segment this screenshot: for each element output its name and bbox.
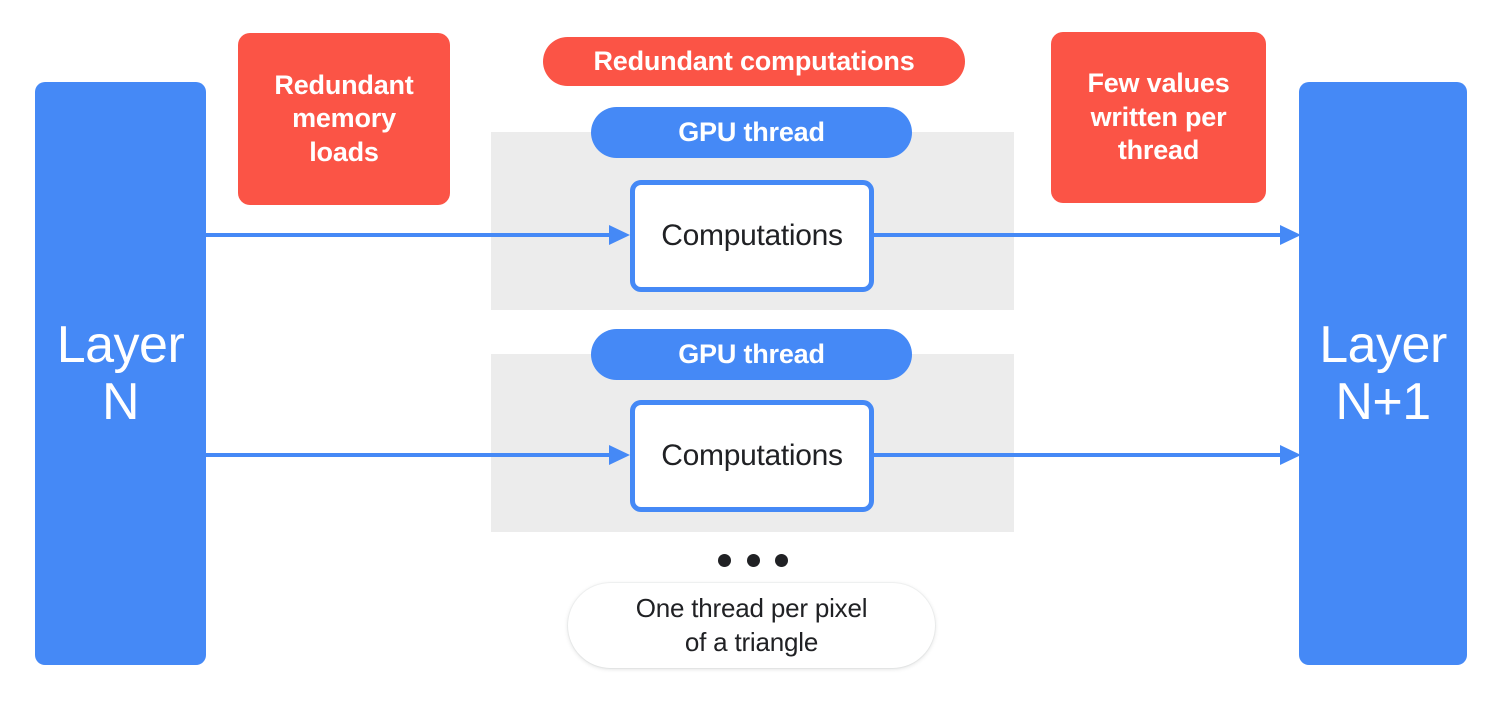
gpu-thread-pill-2: GPU thread (591, 329, 912, 380)
gpu-thread-pill-2-label: GPU thread (678, 339, 825, 369)
arrow-layer-n-to-thread-2-arrowhead-icon (609, 445, 630, 465)
arrow-thread-2-to-layer-n-plus-1-arrowhead-icon (1280, 445, 1301, 465)
arrow-thread-1-to-layer-n-plus-1-arrowhead-icon (1280, 225, 1301, 245)
callout-redundant-memory-loads-label: Redundant memory loads (274, 69, 414, 167)
gpu-thread-pill-1-label: GPU thread (678, 117, 825, 147)
callout-few-values-written-per-thread: Few values written per thread (1051, 32, 1266, 203)
callout-few-values-label: Few values written per thread (1087, 68, 1230, 166)
computations-box-2: Computations (630, 400, 874, 512)
arrow-layer-n-to-thread-1-arrowhead-icon (609, 225, 630, 245)
arrow-layer-n-to-thread-1-line (206, 233, 610, 237)
ellipsis-dot (775, 553, 788, 567)
arrow-thread-1-to-layer-n-plus-1-line (874, 233, 1282, 237)
ellipsis-dots-icon (718, 549, 788, 571)
layer-n-plus-1-label: Layer N+1 (1319, 316, 1447, 431)
gpu-thread-pill-1: GPU thread (591, 107, 912, 158)
callout-redundant-computations: Redundant computations (543, 37, 965, 86)
callout-redundant-computations-label: Redundant computations (593, 46, 915, 76)
ellipsis-dot (718, 553, 731, 567)
callout-redundant-memory-loads: Redundant memory loads (238, 33, 450, 205)
layer-n-block: Layer N (35, 82, 206, 665)
computations-box-1-label: Computations (661, 219, 843, 252)
computations-box-1: Computations (630, 180, 874, 292)
caption-one-thread-per-pixel: One thread per pixel of a triangle (568, 583, 935, 668)
arrow-thread-2-to-layer-n-plus-1-line (874, 453, 1282, 457)
ellipsis-dot (746, 553, 760, 567)
arrow-layer-n-to-thread-2-line (206, 453, 610, 457)
computations-box-2-label: Computations (661, 439, 843, 472)
layer-n-label: Layer N (56, 316, 185, 431)
layer-n-plus-1-block: Layer N+1 (1299, 82, 1467, 665)
caption-label: One thread per pixel of a triangle (635, 593, 868, 657)
